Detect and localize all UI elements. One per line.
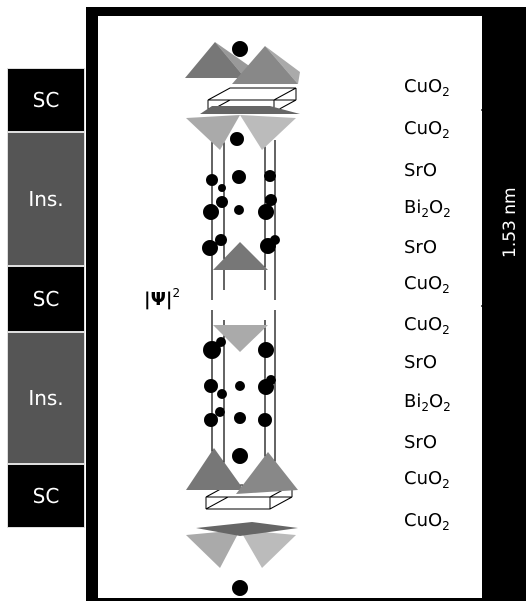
layer-label: CuO2 (404, 510, 450, 533)
sc-block-1: SC (7, 68, 85, 132)
dimension-label: 1.53 nm (500, 187, 520, 258)
layer-label: SrO (404, 432, 437, 453)
layer-label: Bi2O2 (404, 197, 451, 220)
dimension-arrow (481, 109, 499, 307)
layer-label: SrO (404, 352, 437, 373)
layer-label: SrO (404, 237, 437, 258)
layer-label: CuO2 (404, 314, 450, 337)
wavefunction-label: |Ψ|2 (144, 286, 181, 310)
ins-block-2: Ins. (7, 332, 85, 464)
layer-label: Bi2O2 (404, 391, 451, 414)
ins-block-1: Ins. (7, 132, 85, 266)
sc-block-3: SC (7, 464, 85, 528)
layer-label: CuO2 (404, 273, 450, 296)
sc-block-2: SC (7, 266, 85, 332)
layer-label: CuO2 (404, 468, 450, 491)
layer-label: CuO2 (404, 118, 450, 141)
layer-label: SrO (404, 160, 437, 181)
layer-label: CuO2 (404, 76, 450, 99)
